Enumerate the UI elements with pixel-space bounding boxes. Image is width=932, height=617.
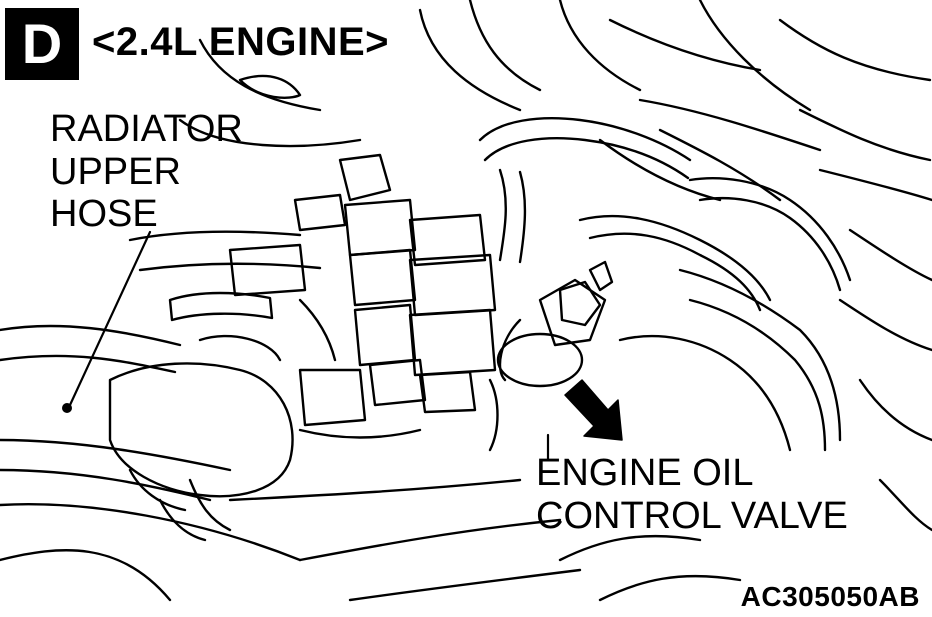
oil-control-valve-callout: ENGINE OIL CONTROL VALVE [536, 452, 848, 537]
radiator-upper-hose-shape [108, 334, 294, 542]
pointer-arrow [564, 379, 623, 441]
wiring-harness [478, 117, 852, 602]
leader-dot [62, 403, 72, 413]
figure-code: AC305050AB [740, 581, 920, 613]
callout-line: HOSE [50, 193, 158, 236]
section-badge: D [5, 8, 79, 80]
callout-line: UPPER [50, 150, 181, 193]
leader-lines [62, 230, 550, 462]
engine-oil-control-valve-connector [496, 260, 614, 388]
engine-heading: <2.4L ENGINE> [92, 20, 390, 64]
callout-line: CONTROL VALVE [536, 494, 848, 537]
valve-body-cluster [168, 153, 497, 439]
callout-line: RADIATOR [50, 108, 243, 150]
radiator-hose-callout: RADIATOR UPPER HOSE [50, 108, 243, 236]
callout-line: ENGINE OIL [536, 452, 754, 494]
